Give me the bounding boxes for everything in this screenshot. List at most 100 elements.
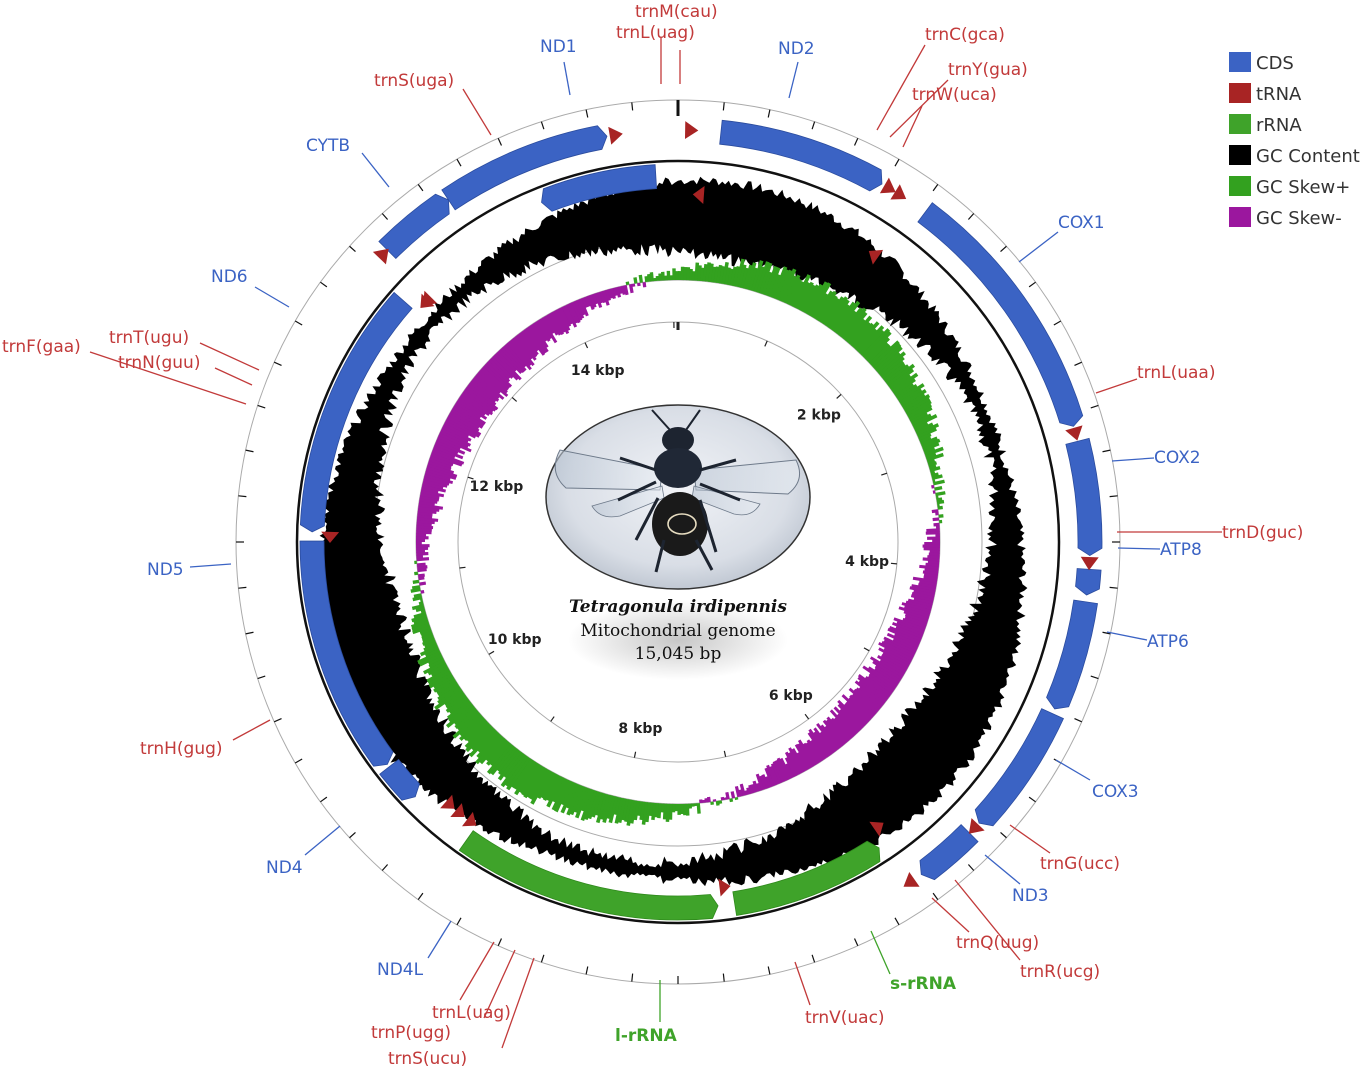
gc-skew-bar	[807, 731, 828, 760]
leader-line	[563, 61, 571, 96]
gc-skew-bar	[566, 784, 582, 816]
gc-skew-bar	[623, 285, 629, 296]
outer-tick	[967, 213, 975, 220]
gc-skew-bar	[809, 282, 832, 317]
outer-tick	[767, 966, 771, 975]
outer-tick	[1102, 449, 1111, 453]
kbp-tick	[836, 393, 842, 399]
gc-skew-bar	[806, 281, 829, 316]
gc-skew-bar	[922, 570, 939, 576]
gc-skew-bar	[769, 274, 781, 298]
gc-skew-bar	[927, 458, 936, 465]
gc-skew-bar	[608, 796, 619, 824]
gc-skew-bar	[434, 442, 459, 455]
gc-skew-bar	[883, 363, 907, 382]
outer-tick	[932, 892, 939, 900]
gc-skew-bar	[428, 672, 453, 689]
feature-label: ATP8	[1160, 540, 1202, 560]
gc-skew-bar	[904, 397, 931, 414]
gc-skew-bar	[758, 262, 773, 294]
gc-skew-bar	[638, 274, 643, 283]
outer-tick	[1028, 796, 1036, 803]
gc-skew-bar	[444, 420, 477, 439]
gc-skew-bar	[911, 584, 936, 592]
feature-label: trnG(ucc)	[1040, 854, 1120, 874]
cds-arrow	[378, 193, 450, 260]
gc-skew-bar	[464, 722, 491, 749]
gc-skew-bar	[606, 795, 616, 819]
feature-label: trnN(guu)	[118, 353, 200, 373]
gc-skew-bar	[641, 801, 648, 825]
outer-tick	[381, 864, 389, 871]
gc-skew-bar	[913, 589, 935, 598]
gc-skew-bar	[423, 476, 450, 486]
gc-skew-bar	[870, 340, 900, 368]
gc-skew-bar	[774, 269, 790, 300]
feature-label: trnQ(uug)	[956, 933, 1039, 953]
gc-skew-bar	[671, 803, 676, 813]
gc-skew-bar	[730, 791, 736, 799]
outer-tick	[456, 917, 462, 926]
gc-skew-bar	[879, 659, 905, 676]
leader-line	[984, 854, 1021, 885]
outer-tick	[381, 213, 389, 220]
gc-skew-bar	[411, 603, 425, 611]
gc-skew-bar	[456, 398, 488, 420]
gc-skew-bar	[455, 401, 482, 419]
gc-skew-bar	[452, 712, 482, 739]
gc-skew-bar	[620, 285, 626, 295]
gc-skew-bar	[506, 341, 532, 371]
gc-skew-bar	[666, 270, 671, 281]
gc-skew-bar	[424, 471, 451, 481]
gc-skew-bar	[928, 464, 937, 470]
gc-skew-bar	[626, 799, 635, 826]
gc-skew-bar	[485, 362, 513, 388]
gc-skew-bar	[433, 674, 454, 690]
ring-1	[295, 159, 1061, 925]
gc-skew-bar	[462, 389, 494, 413]
cds-arrow	[541, 164, 657, 212]
scale-label: 12 kbp	[470, 479, 524, 495]
cds-arrow	[1065, 437, 1103, 557]
leader-line	[876, 44, 926, 131]
gc-skew-bar	[737, 264, 747, 288]
gc-skew-bar	[799, 284, 816, 312]
gc-skew-bar	[504, 755, 529, 787]
gc-skew-bar	[907, 598, 933, 608]
gc-skew-bar	[487, 360, 511, 383]
gc-skew-bar	[586, 295, 595, 311]
gc-skew-bar	[685, 803, 690, 816]
gc-skew-bar	[917, 427, 937, 439]
gc-skew-bar	[421, 484, 447, 493]
gc-skew-bar	[506, 756, 531, 791]
scale-label: 4 kbp	[845, 554, 889, 570]
gc-skew-bar	[498, 348, 523, 375]
gc-skew-bar	[513, 336, 533, 360]
gc-skew-bar	[880, 654, 908, 672]
gc-skew-bar	[526, 767, 547, 799]
leader-line	[189, 563, 232, 568]
gc-skew-bar	[926, 452, 944, 462]
gc-skew-bar	[789, 280, 805, 307]
gc-skew-bar	[932, 490, 936, 494]
trna-marker	[372, 248, 389, 265]
gc-skew-bar	[923, 575, 938, 581]
gc-skew-bar	[412, 579, 420, 584]
gc-skew-bar	[467, 383, 497, 406]
gc-skew-bar	[589, 294, 597, 308]
gc-skew-bar	[587, 791, 600, 820]
gc-skew-bar	[430, 665, 449, 677]
gc-skew-bar	[788, 747, 805, 774]
gc-skew-bar	[931, 474, 943, 481]
gc-skew-bar	[418, 601, 424, 606]
gc-skew-bar	[420, 492, 440, 500]
leader-line	[462, 88, 492, 136]
gc-skew-bar	[748, 784, 754, 794]
gc-skew-bar	[753, 266, 765, 293]
gc-skew-bar	[894, 382, 915, 398]
outer-tick	[853, 938, 859, 947]
gc-skew-bar	[845, 701, 869, 724]
outer-tick	[1090, 675, 1099, 680]
gc-skew-bar	[459, 394, 490, 417]
